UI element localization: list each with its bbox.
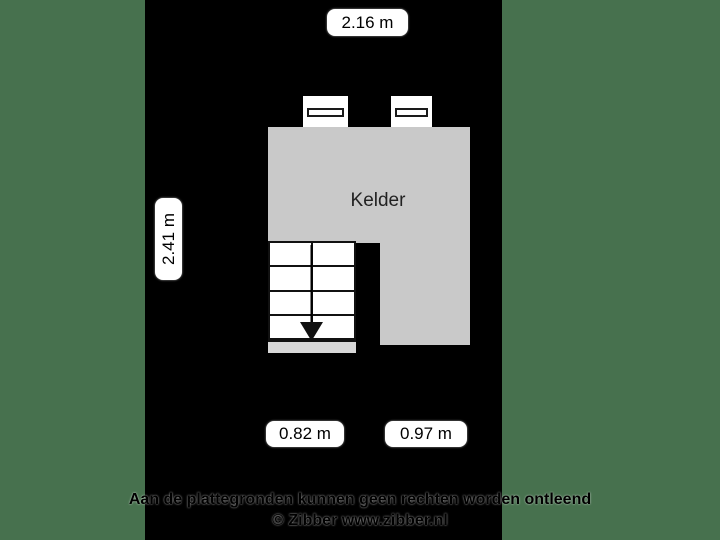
stairs-landing [268,342,356,353]
footer: Aan de plattegronden kunnen geen rechten… [0,489,720,531]
dimension-label-left: 2.41 m [155,198,182,280]
dimension-label-bottom-left: 0.82 m [266,421,344,447]
stairs-midline [311,243,313,334]
dimension-label-top: 2.16 m [327,9,408,36]
staircase [268,241,356,342]
window-glass-icon [307,108,344,117]
window-glass-icon [395,108,428,117]
dimension-label-bottom-right: 0.97 m [385,421,467,447]
kelder-floor-right [380,241,470,345]
window-icon [303,96,348,127]
room-label: Kelder [350,190,406,211]
window-icon [391,96,432,127]
footer-disclaimer: Aan de plattegronden kunnen geen rechten… [128,491,592,508]
dimension-label-left-text: 2.41 m [158,213,178,265]
kelder-floor-upper [268,127,470,243]
footer-credit: © Zibber www.zibber.nl [272,512,448,529]
